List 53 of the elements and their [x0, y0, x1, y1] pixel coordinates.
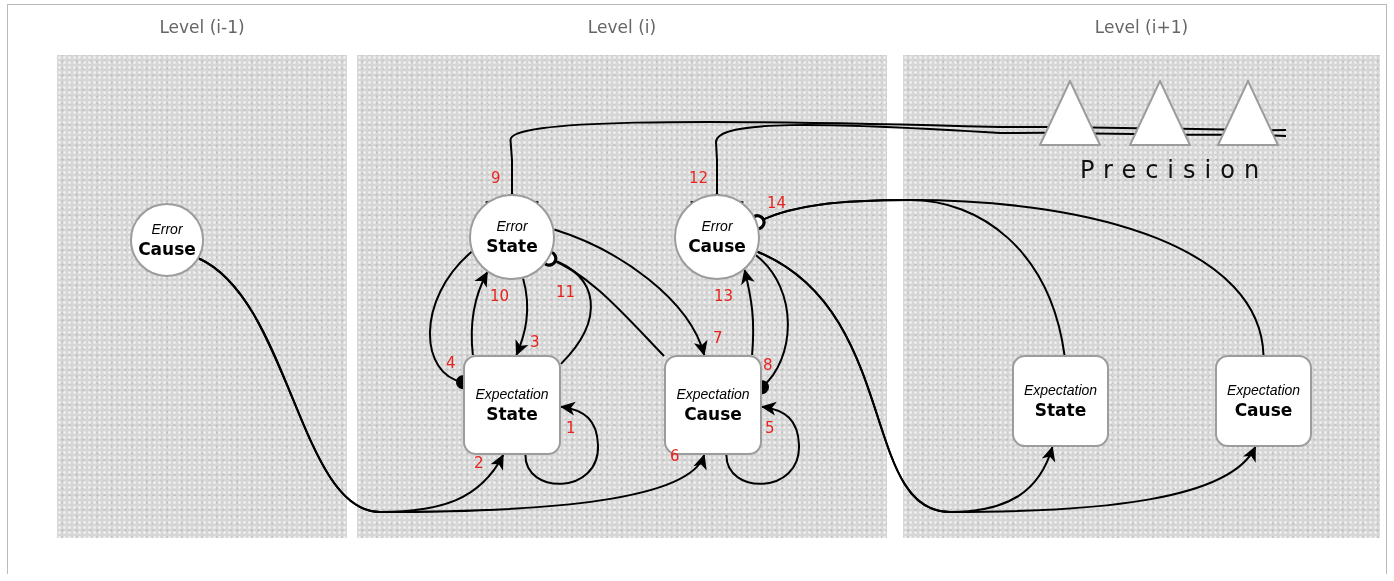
precision-triangle [1129, 80, 1191, 146]
arrow [741, 268, 755, 356]
unit-name-text: Cause [138, 238, 196, 260]
edge-label: 1 [566, 420, 576, 436]
edge-label: 10 [490, 288, 510, 304]
edge-label: 9 [491, 170, 501, 186]
edge-label: 12 [689, 170, 709, 186]
edge-label: 6 [670, 448, 680, 464]
unit-type-text: Expectation [1023, 381, 1098, 399]
edge-label: 4 [446, 355, 456, 371]
unit-name-text: State [486, 235, 538, 257]
arrow [524, 402, 599, 485]
arrow [725, 402, 800, 485]
arrow [470, 271, 489, 356]
error-unit-circle [674, 194, 760, 280]
edge-label: 5 [765, 420, 775, 436]
unit-type-text: Error [496, 217, 528, 235]
error-unit-circle [130, 203, 204, 277]
unit-name-text: State [486, 403, 538, 425]
expectation-unit-box [1012, 355, 1109, 447]
edge-label: 13 [714, 288, 734, 304]
level-heading: Level (i-1) [158, 17, 246, 37]
unit-type-text: Expectation [475, 385, 549, 403]
precision-label: Precision [1080, 156, 1269, 184]
unit-name-text: Cause [688, 235, 746, 257]
arrow [756, 250, 1257, 513]
connection-line [484, 120, 1049, 204]
edge-label: 2 [474, 455, 484, 471]
connection-line [689, 124, 1047, 204]
expectation-unit-box [463, 355, 561, 455]
arrow [198, 257, 706, 513]
unit-name-text: State [1034, 399, 1087, 421]
unit-type-text: Expectation [1226, 381, 1301, 399]
unit-type-text: Error [701, 217, 733, 235]
edge-label: 11 [556, 284, 576, 300]
arrow [553, 228, 707, 356]
edge-label: 3 [530, 334, 540, 350]
unit-type-text: Expectation [676, 385, 750, 403]
unit-type-text: Error [151, 220, 183, 238]
unit-name-text: Cause [684, 403, 742, 425]
edge-label: 14 [767, 195, 787, 211]
connection-line [755, 254, 789, 395]
expectation-unit-box [1215, 355, 1312, 447]
unit-name-text: Cause [1234, 399, 1293, 421]
edge-label: 8 [763, 357, 773, 373]
edge-label: 7 [713, 330, 723, 346]
level-heading: Level (i+1) [1093, 17, 1190, 37]
connection-line [428, 250, 473, 390]
level-heading: Level (i) [586, 17, 658, 37]
arrow [515, 277, 529, 356]
precision-triangle [1039, 80, 1101, 146]
error-unit-circle [469, 194, 555, 280]
precision-triangle [1217, 80, 1279, 146]
